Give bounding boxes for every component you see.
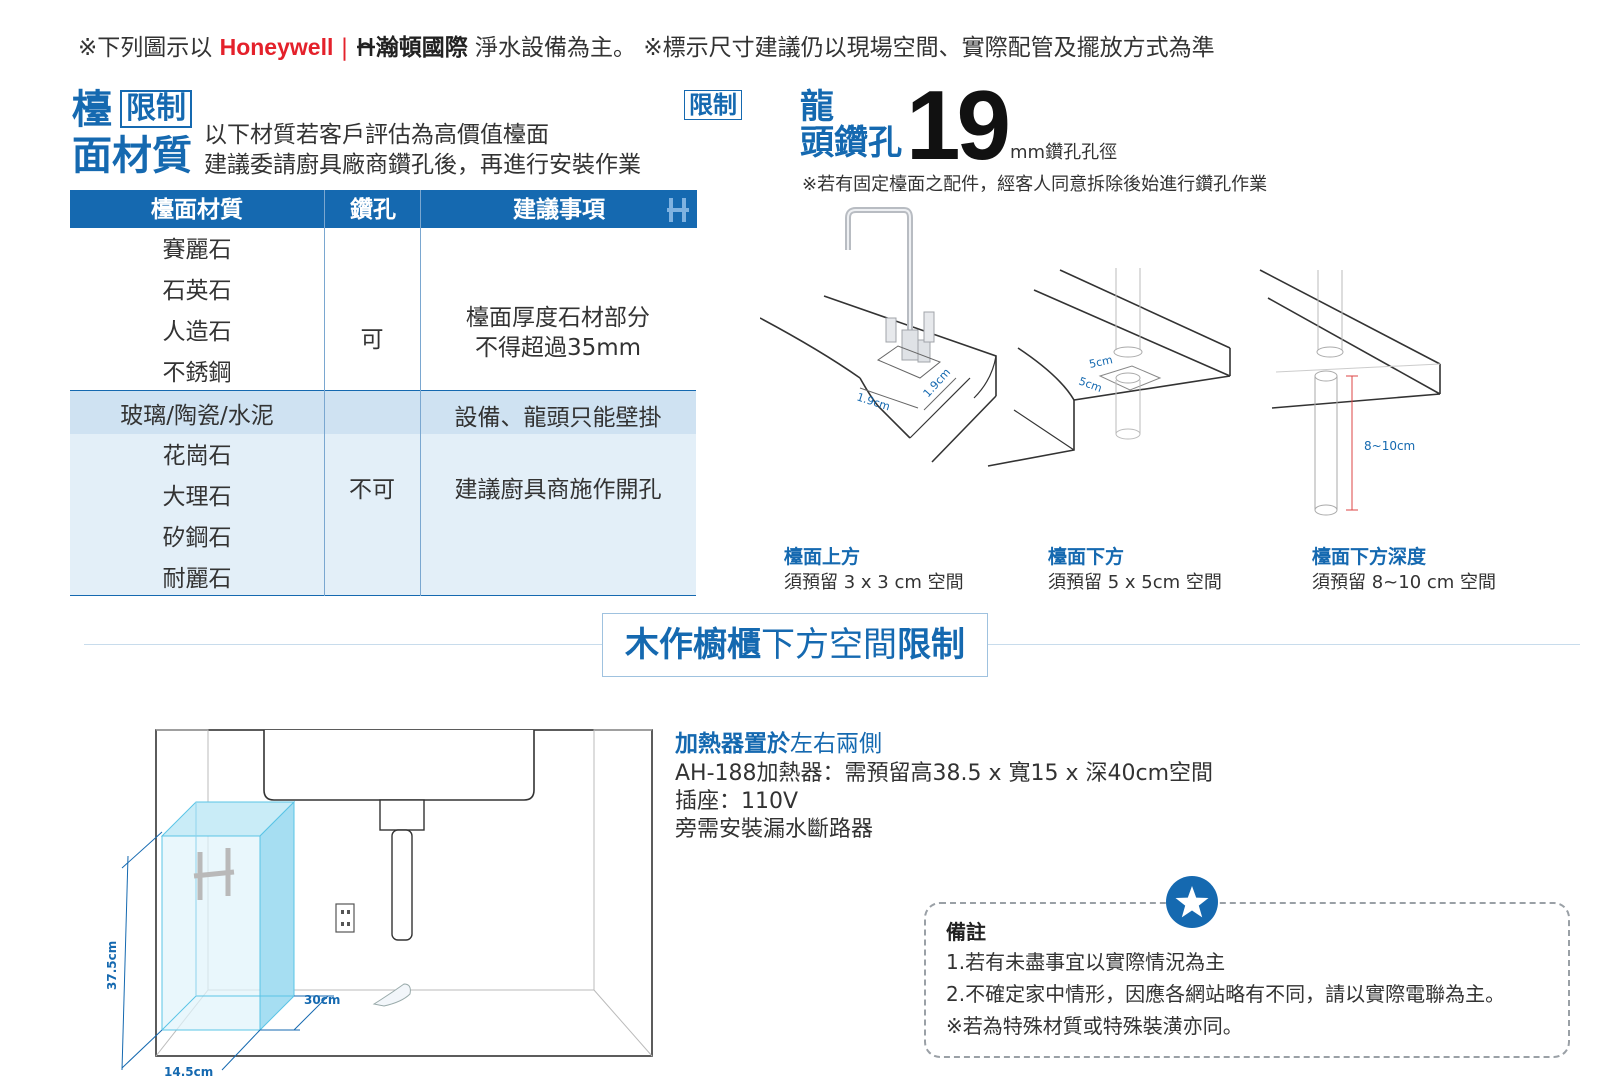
caption-title: 檯面上方	[784, 546, 861, 568]
h-watermark-icon	[667, 198, 689, 222]
material-cell: 石英石	[162, 278, 232, 304]
note-line: ※若為特殊材質或特殊裝潢亦同。	[946, 1014, 1243, 1038]
star-icon	[1166, 876, 1218, 928]
header-prefix: ※下列圖示以	[78, 35, 213, 61]
dim-label: 8~10cm	[1364, 439, 1415, 453]
countertop-desc-2: 建議委請廚具廠商鑽孔後，再進行安裝作業	[204, 152, 641, 178]
advice-cell: 檯面厚度石材部分	[466, 305, 650, 331]
faucet-title-2: 頭鑽孔	[800, 123, 902, 163]
note-title: 備註	[946, 920, 986, 944]
table-header-advice: 建議事項	[420, 190, 697, 228]
header-suffix: 淨水設備為主。 ※標示尺寸建議仍以現場空間、實際配管及擺放方式為準	[475, 35, 1215, 61]
limit-badge-right: 限制	[684, 90, 742, 120]
slippers-icon	[372, 983, 411, 1007]
heater-spec: 旁需安裝漏水斷路器	[675, 817, 874, 842]
sink-icon	[263, 730, 535, 801]
table-header-material: 檯面材質	[70, 190, 324, 228]
dim-label: 5cm	[1088, 353, 1114, 371]
heater-title-bold: 加熱器置於	[675, 731, 790, 757]
advice-cell-highlight: 設備、龍頭只能壁掛	[454, 405, 662, 431]
material-cell: 人造石	[162, 319, 232, 345]
faucet-drill-illustration: 1.9cm 1.9cm 5cm 5cm 8~10cm	[760, 207, 1441, 516]
brand-zh-logo: 瀚頓國際	[356, 35, 468, 61]
heater-spec: 插座：110V	[675, 789, 799, 814]
material-cell: 大理石	[162, 484, 232, 510]
heater-title-light: 左右兩側	[790, 731, 882, 757]
dim-depth: 30cm	[304, 993, 340, 1007]
material-cell-highlight: 玻璃/陶瓷/水泥	[120, 403, 274, 429]
material-cell: 矽鋼石	[162, 525, 232, 551]
faucet-note: ※若有固定檯面之配件，經客人同意拆除後始進行鑽孔作業	[802, 174, 1268, 195]
faucet-title-1: 龍	[800, 87, 834, 127]
drill-size-unit: mm鑽孔孔徑	[1010, 142, 1118, 163]
power-outlet-icon	[335, 903, 355, 933]
brand-separator: |	[340, 35, 349, 61]
table-header-drill: 鑽孔	[324, 190, 421, 228]
panel-below-counter	[987, 268, 1231, 467]
column-divider	[324, 228, 325, 596]
dim-label: 1.9cm	[855, 390, 892, 413]
caption-body: 須預留 8~10 cm 空間	[1312, 572, 1497, 593]
heater-box	[160, 800, 296, 1032]
drain-pipe	[391, 829, 413, 941]
cabinet-heading: 木作櫥櫃下方空間限制	[602, 613, 988, 677]
heater-spec: AH-188加熱器：需預留高38.5 x 寬15 x 深40cm空間	[675, 761, 1214, 786]
drill-size: 19	[906, 70, 1011, 180]
advice-cell: 建議廚具商施作開孔	[454, 477, 662, 503]
heading-bold-2: 限制	[897, 625, 965, 665]
countertop-title-1: 檯	[72, 87, 112, 133]
heater-title: 加熱器置於左右兩側	[675, 724, 882, 758]
drill-cell-yes: 可	[360, 327, 384, 353]
note-line: 1.若有未盡事宜以實際情況為主	[946, 950, 1226, 974]
brand-logo-text: Honeywell	[219, 34, 334, 60]
dim-height: 37.5cm	[105, 941, 119, 990]
header-note: ※下列圖示以 Honeywell | 瀚頓國際 淨水設備為主。 ※標示尺寸建議仍…	[78, 28, 1215, 62]
advice-cell: 不得超過35mm	[474, 335, 642, 361]
caption-title: 檯面下方深度	[1312, 546, 1427, 568]
note-line: 2.不確定家中情形，因應各網站略有不同，請以實際電聯為主。	[946, 982, 1506, 1006]
caption-title: 檯面下方	[1048, 546, 1125, 568]
tinted-row-bg	[70, 434, 696, 596]
countertop-desc-1: 以下材質若客戶評估為高價值檯面	[204, 122, 549, 148]
dim-width: 14.5cm	[164, 1065, 213, 1079]
heading-bold: 木作櫥櫃	[625, 625, 761, 665]
caption-body: 須預留 5 x 5cm 空間	[1048, 572, 1222, 593]
panel-above-counter	[760, 207, 997, 463]
divider	[70, 595, 696, 596]
heading-light: 下方空間	[761, 625, 897, 665]
caption-body: 須預留 3 x 3 cm 空間	[784, 572, 964, 593]
material-table: 檯面材質 鑽孔 建議事項 賽麗石 石英石 人造石 不銹鋼 可 檯面厚度石材部分 …	[70, 190, 697, 596]
divider	[70, 390, 696, 391]
drill-cell-no: 不可	[349, 477, 395, 503]
countertop-title-2: 面材質	[72, 133, 192, 179]
material-cell: 花崗石	[162, 443, 232, 469]
h-logo-icon	[193, 848, 235, 900]
note-box	[924, 902, 1570, 1058]
dim-label: 1.9cm	[921, 366, 954, 400]
panel-depth	[1259, 269, 1441, 516]
material-cell: 不銹鋼	[162, 360, 232, 386]
column-divider	[420, 228, 421, 596]
material-cell: 耐麗石	[162, 566, 232, 592]
cabinet-illustration: 37.5cm 30cm 14.5cm	[105, 729, 653, 1079]
h-logo-icon	[356, 38, 375, 56]
highlight-row-bg	[70, 390, 696, 434]
dim-label: 5cm	[1077, 375, 1104, 395]
material-cell: 賽麗石	[162, 237, 232, 263]
limit-badge: 限制	[120, 90, 192, 128]
